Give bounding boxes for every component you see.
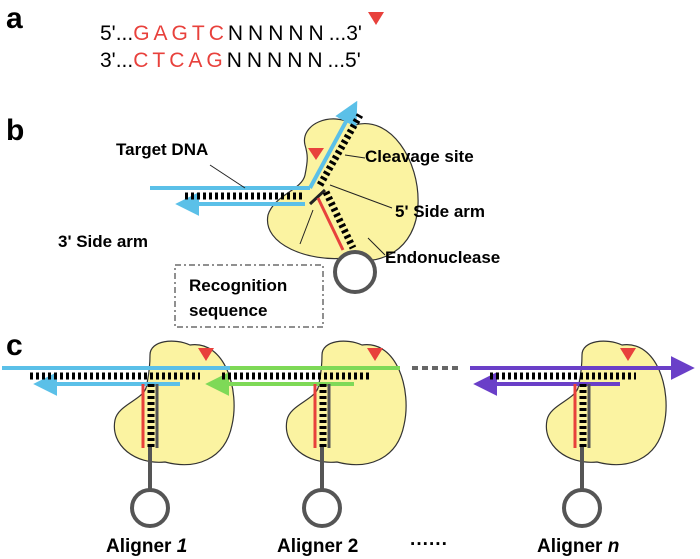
seq-bottom-site: CTCAG: [133, 49, 227, 72]
cleavage-marker-b: [308, 148, 324, 160]
aligner-n: [470, 340, 695, 528]
aligner-2: [205, 340, 407, 528]
label-cleavage-site: Cleavage site: [365, 147, 474, 166]
cleavage-marker-a: [368, 12, 384, 25]
sequence-bottom-strand: 3'...CTCAGNNNNN...5': [100, 49, 361, 72]
label-recognition-line1: Recognition: [189, 276, 287, 295]
label-recognition-line2: sequence: [189, 301, 267, 320]
target-dna-upper: [308, 100, 358, 189]
recognition-stem-left: [316, 197, 345, 251]
hairpin-loop: [333, 250, 377, 294]
label-aligner-1: Aligner 1: [106, 536, 187, 557]
aligner-2-cleavage-marker: [367, 348, 383, 361]
seq-top-suffix: ...3': [329, 22, 362, 45]
label-5-side-arm: 5' Side arm: [395, 202, 485, 221]
svg-text:3'...CTCAGNNNNN...5': 3'...CTCAGNNNNN...5': [100, 49, 361, 72]
seq-top-site: GAGTC: [133, 22, 228, 45]
seq-top-prefix: 5'...: [100, 22, 133, 45]
panel-c-letter: c: [6, 329, 23, 362]
label-3-side-arm: 3' Side arm: [58, 232, 148, 251]
seq-bottom-suffix: ...5': [328, 49, 361, 72]
sequence-top-strand: 5'...GAGTCNNNNN...3': [100, 22, 362, 45]
base-pairs-5arm: [316, 113, 364, 187]
seq-top-n: NNNNN: [228, 22, 329, 45]
label-aligner-2: Aligner 2: [277, 536, 358, 557]
label-aligner-n: Aligner n: [537, 536, 619, 557]
seq-bottom-prefix: 3'...: [100, 49, 133, 72]
recognition-base-pairs: [322, 190, 357, 250]
aligner-1: [2, 340, 235, 528]
label-target-dna: Target DNA: [116, 140, 208, 159]
seq-bottom-n: NNNNN: [227, 49, 328, 72]
svg-text:5'...GAGTCNNNNN...3': 5'...GAGTCNNNNN...3': [100, 22, 362, 45]
aligner-n-cleavage-marker: [620, 348, 636, 361]
label-aligner-dots: ······: [410, 534, 448, 555]
recognition-box: [174, 264, 324, 328]
panel-a-letter: a: [6, 2, 23, 35]
panel-b-letter: b: [6, 114, 24, 147]
label-endonuclease: Endonuclease: [385, 248, 500, 267]
aligner-1-cleavage-marker: [198, 348, 214, 361]
